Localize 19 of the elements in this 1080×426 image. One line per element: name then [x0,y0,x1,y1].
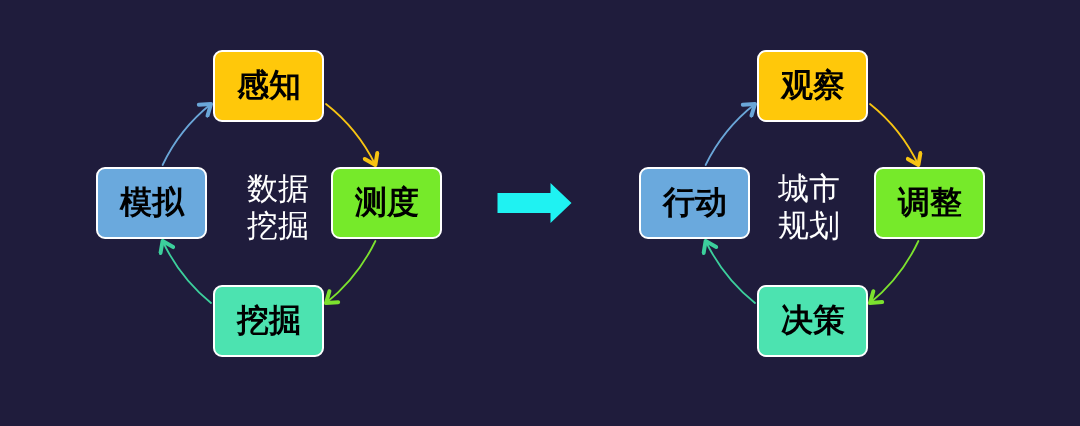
step-box: 测度 [331,167,442,239]
step-box: 感知 [213,50,324,122]
arrow [324,240,377,305]
cycle-title: 城市规划 [777,170,841,244]
arrow [161,102,213,166]
step-box: 行动 [639,167,750,239]
step-box: 决策 [757,285,868,357]
cycle-title: 数据挖掘 [246,170,310,244]
arrow [704,102,757,166]
block-arrow [497,183,572,223]
step-box: 调整 [874,167,985,239]
step-box: 观察 [757,50,868,122]
step-box: 模拟 [96,167,207,239]
arrow [868,240,920,305]
arrow [869,103,923,167]
arrow [701,239,756,304]
arrow [325,103,380,167]
arrow [158,239,212,304]
step-box: 挖掘 [213,285,324,357]
